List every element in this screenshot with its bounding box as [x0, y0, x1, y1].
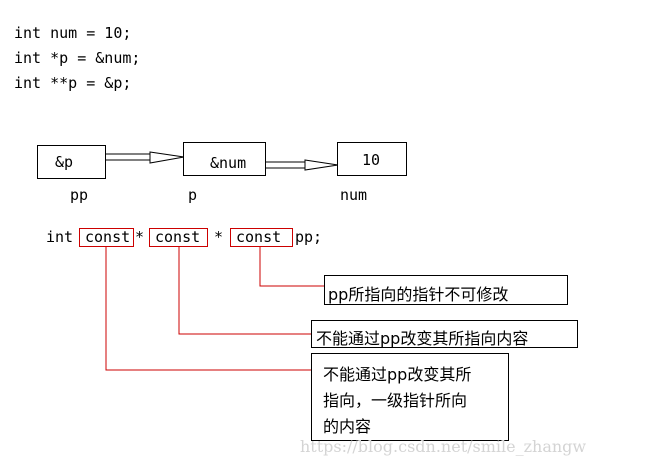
label-pp: pp — [70, 186, 89, 204]
note3-line3: 的内容 — [323, 417, 372, 436]
note3-line2: 指向，一级指针所向 — [323, 391, 468, 410]
note-pointer-unmodifiable: pp所指向的指针不可修改 — [324, 275, 568, 305]
decl-star1: * — [135, 228, 145, 246]
leader-line-const3 — [259, 247, 324, 287]
label-p: p — [188, 186, 198, 204]
arrow-pp-to-p — [102, 151, 185, 164]
watermark: https://blog.csdn.net/smile_zhangw — [300, 437, 587, 456]
label-num: num — [340, 186, 368, 204]
note1-text: pp所指向的指针不可修改 — [328, 285, 509, 304]
box-pp-value: &p — [55, 153, 74, 171]
box-num-value: 10 — [362, 151, 381, 169]
box-num: 10 — [337, 142, 407, 176]
code-line-3: int **p = &p; — [14, 74, 132, 92]
decl-int: int — [46, 228, 74, 246]
leader-line-const1 — [105, 247, 311, 371]
code-line-1: int num = 10; — [14, 24, 132, 42]
note-first-level-content: 不能通过pp改变其所 指向，一级指针所向 的内容 — [311, 353, 509, 441]
note2-text: 不能通过pp改变其所指向内容 — [316, 329, 529, 348]
decl-star2: * — [214, 228, 224, 246]
box-p: &num — [183, 142, 266, 176]
note-content-unmodifiable: 不能通过pp改变其所指向内容 — [311, 320, 578, 348]
decl-const2: const — [155, 228, 201, 246]
box-pp: &p — [37, 145, 106, 179]
decl-const3: const — [236, 228, 282, 246]
const1-highlight — [79, 228, 134, 247]
code-line-2: int *p = &num; — [14, 49, 141, 67]
leader-line-const2 — [178, 247, 311, 335]
decl-tail: pp; — [295, 228, 323, 246]
const2-highlight — [149, 228, 208, 247]
arrow-p-to-num — [265, 159, 339, 171]
const3-highlight — [230, 228, 293, 247]
box-p-value: &num — [210, 154, 247, 172]
decl-const1: const — [85, 228, 131, 246]
note3-line1: 不能通过pp改变其所 — [323, 365, 472, 384]
